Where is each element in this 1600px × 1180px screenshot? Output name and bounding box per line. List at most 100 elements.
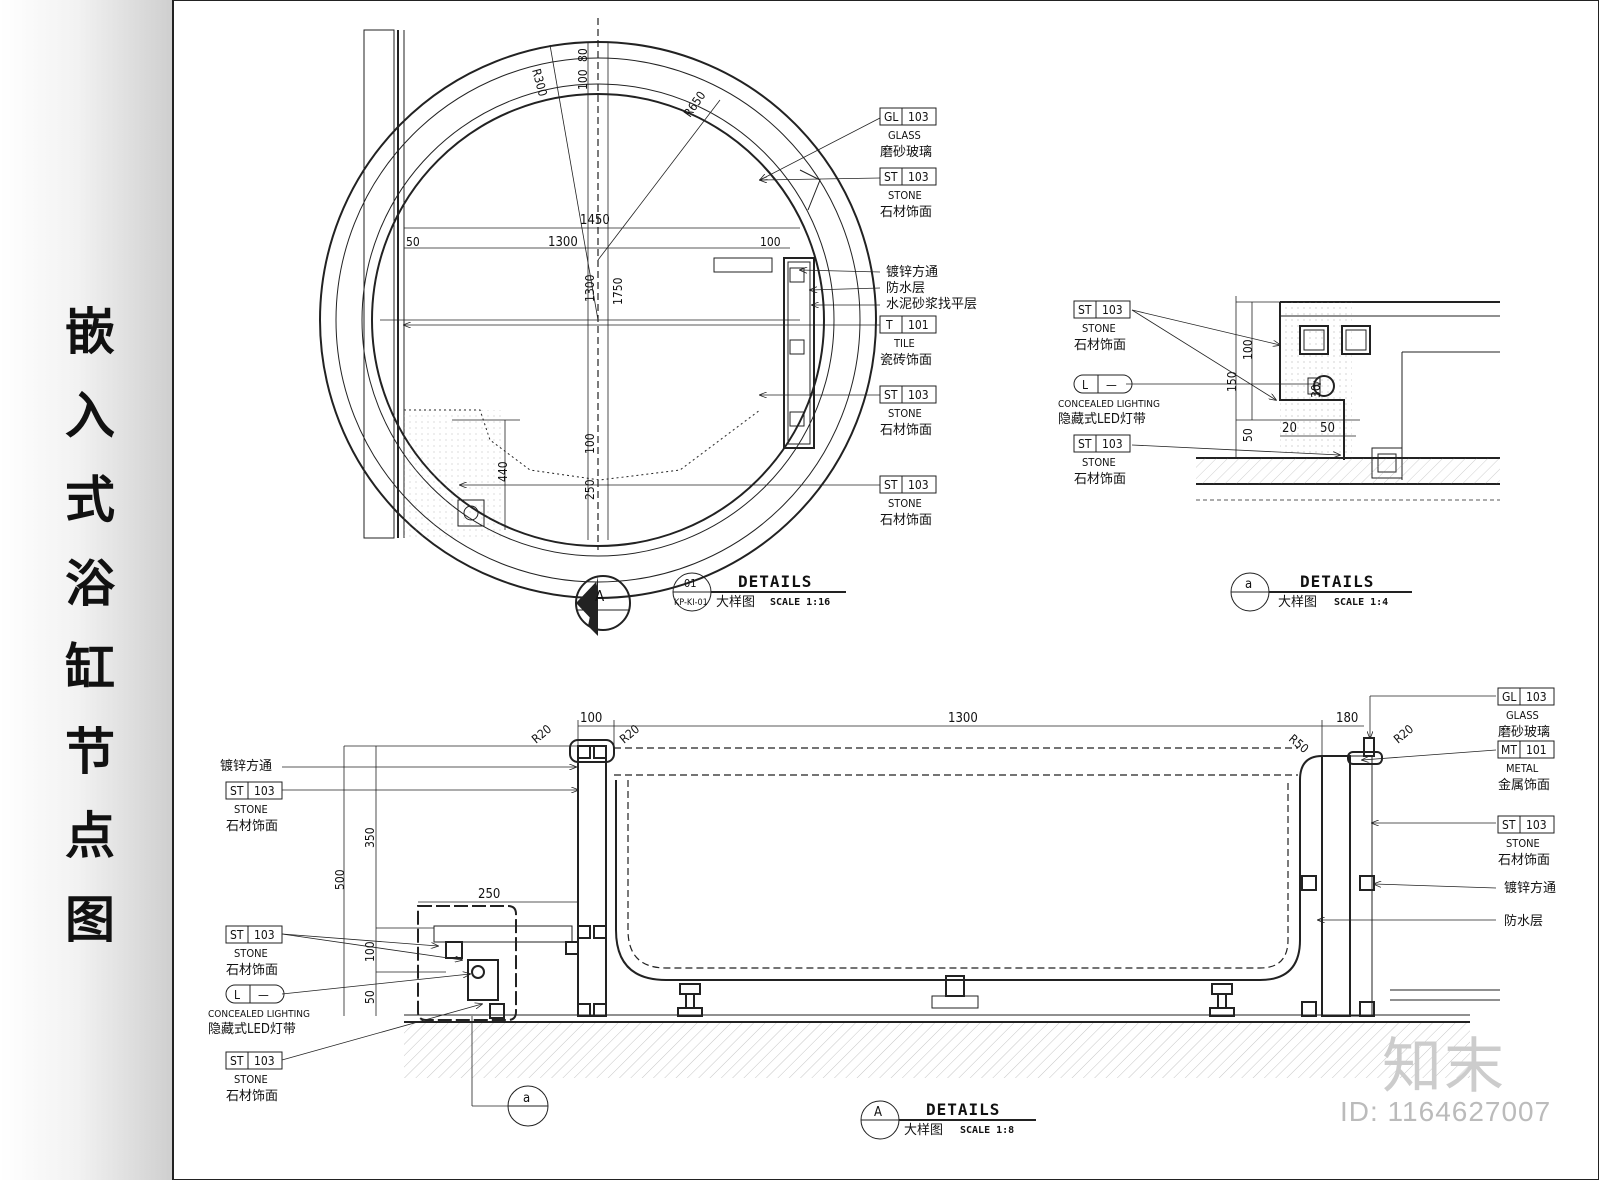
dim-s-50-vert: 50	[363, 990, 377, 1004]
drawing-title: 嵌 入 式 浴 缸 节 点 图	[60, 290, 120, 962]
svg-text:101: 101	[1526, 743, 1547, 757]
dim-a-50-horiz: 50	[1320, 421, 1335, 436]
section-leaders-left	[281, 767, 578, 1061]
plan-leaders	[404, 117, 881, 485]
note-galvanized-tube: 镀锌方通	[886, 264, 938, 280]
title-char: 点	[65, 807, 115, 865]
tag-tile: T 101 TILE 瓷砖饰面	[879, 315, 937, 368]
dim-s-100: 100	[580, 711, 602, 726]
section-view: 100 1300 180 250 R20 R20 R50 R20 500 350…	[208, 687, 1556, 1140]
svg-text:STONE: STONE	[1082, 456, 1116, 469]
svg-text:GLASS: GLASS	[888, 129, 921, 142]
svg-text:DETAILS: DETAILS	[738, 572, 812, 591]
svg-text:KP-KI-01: KP-KI-01	[674, 598, 708, 608]
svg-text:CONCEALED LIGHTING: CONCEALED LIGHTING	[208, 1009, 310, 1020]
title-char: 图	[65, 891, 115, 949]
svg-text:T: T	[885, 318, 893, 332]
svg-text:L: L	[234, 988, 240, 1002]
title-char: 嵌	[65, 303, 115, 361]
title-char: 浴	[65, 555, 115, 613]
svg-text:103: 103	[1526, 690, 1547, 704]
svg-text:GLASS: GLASS	[1506, 709, 1539, 722]
svg-text:金属饰面: 金属饰面	[1498, 777, 1550, 793]
svg-text:石材饰面: 石材饰面	[226, 963, 278, 978]
wall-hatch	[363, 29, 395, 539]
svg-text:101: 101	[908, 318, 929, 332]
dim-s-1300: 1300	[948, 711, 978, 726]
svg-text:DETAILS: DETAILS	[926, 1100, 1000, 1119]
svg-text:a: a	[523, 1091, 530, 1106]
note-s-galvanized-tube-right: 镀锌方通	[1504, 880, 1556, 896]
note-s-waterproof: 防水层	[1504, 913, 1543, 929]
svg-text:01: 01	[684, 577, 697, 590]
dim-1750: 1750	[611, 277, 625, 305]
svg-text:—: —	[258, 988, 269, 1002]
svg-text:大样图: 大样图	[716, 595, 755, 610]
dim-s-100-vert: 100	[363, 941, 377, 962]
dim-a-30: 30	[1309, 384, 1323, 398]
svg-text:a: a	[1245, 577, 1252, 592]
dim-1450: 1450	[580, 213, 610, 228]
dim-a-20: 20	[1282, 421, 1297, 436]
dim-50: 50	[406, 235, 420, 249]
dim-s-350: 350	[363, 827, 377, 848]
dim-1300: 1300	[548, 235, 578, 250]
svg-text:A: A	[595, 587, 605, 605]
dim-s-500: 500	[333, 869, 347, 890]
svg-text:SCALE 1:16: SCALE 1:16	[770, 597, 830, 608]
svg-text:石材饰面: 石材饰面	[1074, 338, 1126, 353]
svg-text:SCALE 1:4: SCALE 1:4	[1334, 597, 1388, 608]
dim-s-r20-left: R20	[529, 722, 554, 746]
dim-s-r50: R50	[1286, 732, 1311, 756]
svg-text:瓷砖饰面: 瓷砖饰面	[880, 353, 932, 368]
svg-text:ST: ST	[884, 170, 898, 184]
caption-section: A DETAILS 大样图 SCALE 1:8	[860, 1100, 1036, 1140]
step-box	[783, 257, 815, 449]
right-wall	[1321, 755, 1351, 1017]
tube-square-2	[1341, 325, 1371, 355]
callout-detail-a: a	[471, 1016, 549, 1127]
dim-s-180: 180	[1336, 711, 1358, 726]
drain-icon	[463, 505, 479, 521]
dim-s-250: 250	[478, 887, 500, 902]
svg-text:STONE: STONE	[1082, 322, 1116, 335]
svg-text:石材饰面: 石材饰面	[880, 205, 932, 220]
note-waterproof: 防水层	[886, 280, 925, 296]
title-char: 缸	[65, 639, 115, 697]
title-char: 式	[65, 471, 115, 529]
glass-panel	[1363, 737, 1375, 757]
svg-text:103: 103	[908, 388, 929, 402]
section-leaders-right	[1318, 695, 1497, 920]
svg-text:103: 103	[254, 928, 275, 942]
svg-text:STONE: STONE	[1506, 837, 1540, 850]
svg-text:L: L	[1082, 378, 1088, 392]
tube-square	[1299, 325, 1329, 355]
dim-a-100: 100	[1241, 339, 1255, 360]
svg-text:ST: ST	[884, 388, 898, 402]
floor-slab	[404, 1022, 1470, 1078]
svg-text:ST: ST	[884, 478, 898, 492]
tub-liner	[615, 780, 1301, 981]
svg-text:A: A	[874, 1105, 882, 1120]
svg-text:磨砂玻璃: 磨砂玻璃	[1498, 725, 1550, 740]
svg-text:ST: ST	[1502, 818, 1516, 832]
svg-text:103: 103	[1102, 303, 1123, 317]
caption-detail-a: a DETAILS 大样图 SCALE 1:4	[1230, 572, 1412, 612]
svg-text:大样图: 大样图	[904, 1123, 943, 1138]
drain-square	[457, 499, 485, 527]
svg-text:TILE: TILE	[893, 337, 915, 350]
svg-text:103: 103	[254, 784, 275, 798]
svg-text:SCALE 1:8: SCALE 1:8	[960, 1125, 1014, 1136]
watermark-id: ID: 1164627007	[1340, 1096, 1552, 1127]
svg-text:石材饰面: 石材饰面	[226, 1089, 278, 1104]
section-marker-a: A	[575, 575, 631, 636]
svg-text:103: 103	[908, 478, 929, 492]
svg-text:103: 103	[1526, 818, 1547, 832]
